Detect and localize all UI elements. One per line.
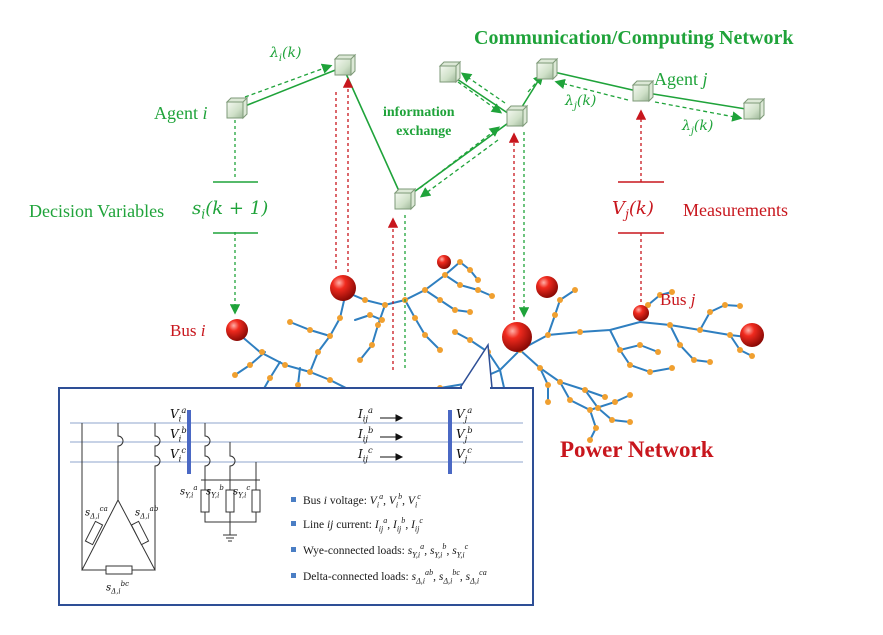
agent-i-label: Agent i (154, 103, 208, 123)
i-ij-b: Iijb (358, 425, 374, 444)
bus-balls (226, 255, 764, 352)
vertical-links (229, 77, 647, 370)
bullet-markers (291, 497, 296, 578)
lambda-j-label-2: λj(k) (682, 118, 714, 137)
s-y-i-b: sY,ib (206, 484, 224, 500)
v-j-a: Vja (456, 405, 473, 424)
s-delta-ab: sΔ,iab (135, 505, 159, 521)
bullet-wye-loads: Wye-connected loads: sY,ia, sY,ib, sY,ic (303, 542, 469, 560)
bus-i-label: Bus i (170, 321, 206, 340)
bullet-delta-loads: Delta-connected loads: sΔ,iab, sΔ,ibc, s… (303, 568, 487, 586)
s-i-label: si(k + 1) (192, 198, 269, 222)
v-i-c: Vic (170, 445, 187, 464)
lambda-j-label-1: λj(k) (565, 93, 597, 112)
i-ij-c: Iijc (358, 445, 373, 464)
inset-circuit (70, 410, 523, 575)
bus-j-label: Bus j (660, 290, 696, 309)
bus-i-ball (226, 319, 248, 341)
measurements-label: Measurements (683, 200, 788, 220)
i-ij-a: Iija (358, 405, 374, 424)
comm-network-title: Communication/Computing Network (474, 27, 794, 49)
current-arrows (380, 414, 404, 461)
bullet-line-current: Line ij current: Iija, Iijb, Iijc (303, 516, 423, 534)
lambda-i-label: λi(k) (270, 45, 302, 64)
bus-j-ball (633, 305, 649, 321)
info-exchange-label: information exchange (383, 104, 455, 142)
v-j-b: Vjb (456, 425, 473, 444)
info-exchange-line1: information (383, 105, 455, 120)
agent-j-label: Agent j (654, 69, 708, 89)
bullet-bus-voltage: Bus i voltage: Via, Vib, Vic (303, 492, 421, 510)
decision-variables-label: Decision Variables (29, 201, 165, 221)
value-bars (213, 181, 664, 234)
v-j-c: Vjc (456, 445, 472, 464)
inset-box (58, 387, 534, 606)
agent-cubes (225, 53, 766, 211)
s-y-i-c: sY,ic (233, 484, 251, 500)
s-y-i-a: sY,ia (180, 484, 198, 500)
s-delta-bc: sΔ,ibc (106, 580, 130, 596)
power-network-title: Power Network (560, 437, 714, 462)
inset-pointer (458, 342, 493, 389)
v-i-a: Via (170, 405, 187, 424)
info-exchange-line2: exchange (396, 123, 452, 139)
v-i-b: Vib (170, 425, 187, 444)
s-delta-ca: sΔ,ica (85, 505, 108, 521)
v-j-label: Vj(k) (612, 198, 654, 222)
